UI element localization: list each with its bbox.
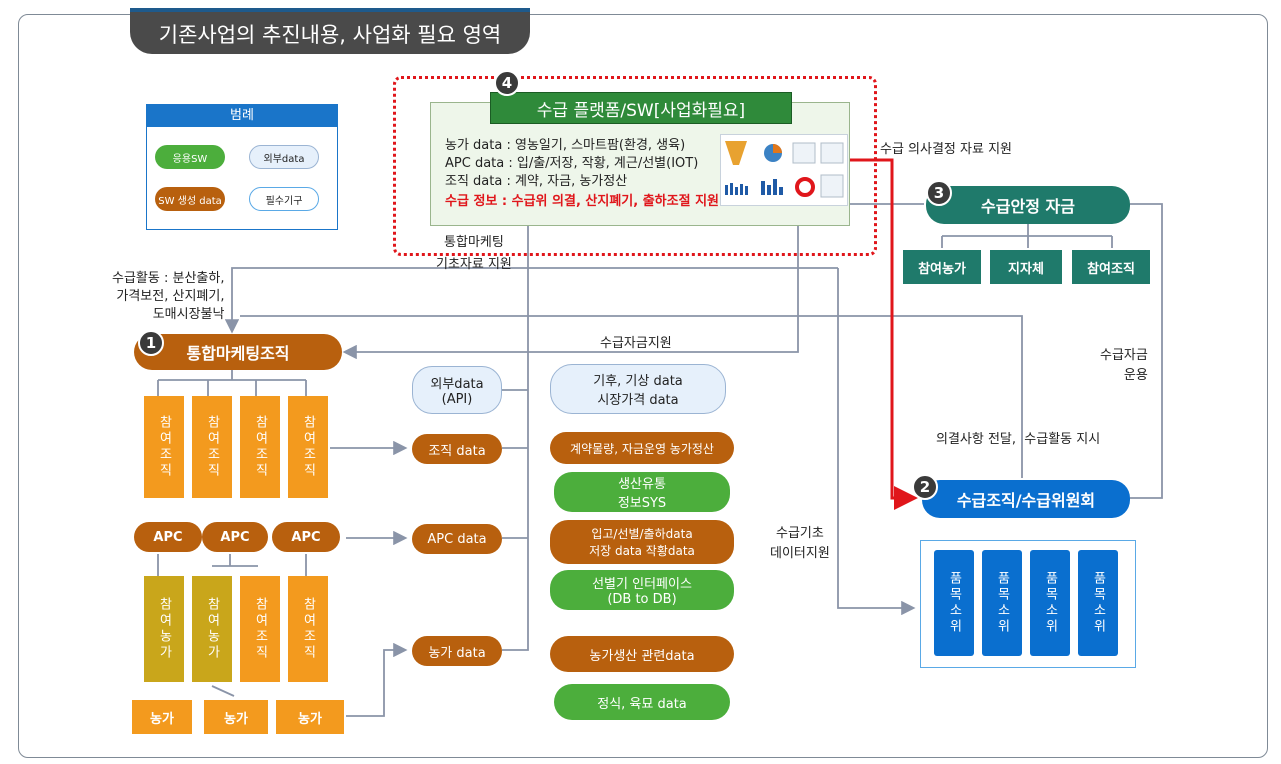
platform-line-apc: APC data : 입/출/저장, 작황, 계근/선별(IOT) <box>445 156 699 171</box>
fund-operation-label: 수급자금 운용 <box>1100 348 1148 383</box>
resolution-label: 의결사항 전달, 수급활동 지시 <box>936 432 1101 447</box>
participating-farm: 참여농가 <box>192 576 232 682</box>
participating-org: 참여조직 <box>288 396 328 498</box>
supply-activity-label: 수급활동 : 분산출하, 가격보전, 산지폐기, 도매시장불낙 <box>112 271 225 322</box>
legend-app-sw: 응용SW <box>155 145 225 169</box>
sorter-interface: 선별기 인터페이스 (DB to DB) <box>550 570 734 610</box>
org-data: 조직 data <box>412 434 502 464</box>
apc-node: APC <box>272 522 340 552</box>
legend-sw-data: SW 생성 data <box>155 187 225 211</box>
committee-item: 품목소위 <box>1078 550 1118 656</box>
fund-number: 3 <box>926 180 952 206</box>
participating-org-lower: 참여조직 <box>288 576 328 682</box>
legend-title: 범례 <box>147 105 337 127</box>
warehouse-sorting-data: 입고/선별/출하data 저장 data 작황data <box>550 520 734 564</box>
fund-member-local-gov: 지자체 <box>990 250 1062 284</box>
participating-org: 참여조직 <box>192 396 232 498</box>
decision-support-label: 수급 의사결정 자료 지원 <box>880 142 1012 157</box>
farm-production-data: 농가생산 관련data <box>550 636 734 672</box>
weather-market-data: 기후, 기상 data 시장가격 data <box>550 364 726 414</box>
fund-member-org: 참여조직 <box>1072 250 1150 284</box>
basic-data-label: 수급기초 데이터지원 <box>770 526 830 561</box>
external-data-api: 외부data (API) <box>412 366 502 414</box>
marketing-title: 통합마케팅조직 <box>134 334 342 370</box>
participating-org-lower: 참여조직 <box>240 576 280 682</box>
participating-org: 참여조직 <box>144 396 184 498</box>
apc-node: APC <box>202 522 268 552</box>
marketing-number: 1 <box>138 330 164 356</box>
fund-member-farm: 참여농가 <box>903 250 981 284</box>
contract-fund-data: 계약물량, 자금운영 농가정산 <box>550 432 734 464</box>
committee-title: 수급조직/수급위원회 <box>922 480 1130 518</box>
platform-highlight <box>393 76 877 256</box>
page-title: 기존사업의 추진내용, 사업화 필요 영역 <box>130 8 530 54</box>
marketing-support-label: 통합마케팅 기초자료 지원 <box>436 235 512 272</box>
farm-node: 농가 <box>132 700 192 734</box>
fund-support-label: 수급자금지원 <box>600 336 672 351</box>
planting-seedling-data: 정식, 육묘 data <box>554 684 730 720</box>
participating-org: 참여조직 <box>240 396 280 498</box>
dashboard-thumbnails <box>720 134 848 206</box>
platform-number: 4 <box>494 70 520 96</box>
legend-external-data: 외부data <box>249 145 319 169</box>
apc-node: APC <box>134 522 202 552</box>
platform-line-org: 조직 data : 계약, 자금, 농가정산 <box>445 174 628 189</box>
committee-item: 품목소위 <box>1030 550 1070 656</box>
legend-required-body: 필수기구 <box>249 187 319 211</box>
committee-item: 품목소위 <box>934 550 974 656</box>
farm-node: 농가 <box>276 700 344 734</box>
platform-title: 수급 플랫폼/SW[사업화필요] <box>490 92 792 124</box>
legend: 범례 응용SW 외부data SW 생성 data 필수기구 <box>146 104 338 230</box>
platform-line-farm: 농가 data : 영농일기, 스마트팜(환경, 생육) <box>445 138 686 153</box>
production-distribution-sys: 생산유통 정보SYS <box>554 472 730 512</box>
apc-data: APC data <box>412 524 502 554</box>
committee-item: 품목소위 <box>982 550 1022 656</box>
platform-line-supply: 수급 정보 : 수급위 의결, 산지폐기, 출하조절 지원 <box>445 194 719 209</box>
participating-farm: 참여농가 <box>144 576 184 682</box>
farm-node: 농가 <box>204 700 268 734</box>
fund-title: 수급안정 자금 <box>926 186 1130 224</box>
committee-number: 2 <box>912 474 938 500</box>
farm-data: 농가 data <box>412 636 502 666</box>
